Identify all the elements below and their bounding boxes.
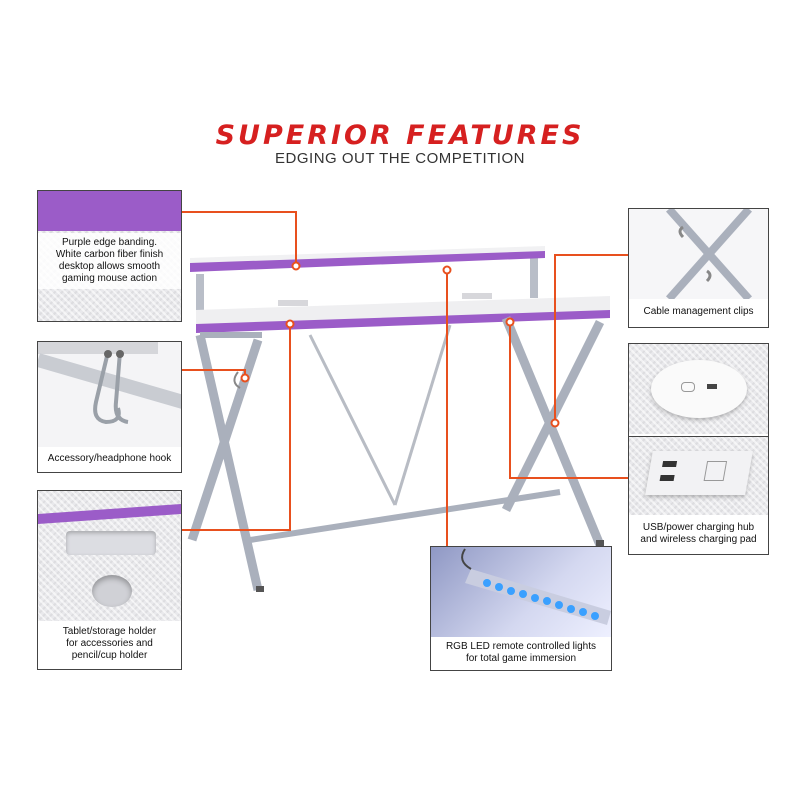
usb-port-icon	[662, 461, 678, 467]
wireless-charging-pad	[651, 360, 747, 418]
purple-edge-swatch	[38, 504, 181, 524]
callout-edge-banding: Purple edge banding. White carbon fiber …	[37, 190, 182, 322]
wireless-icon	[681, 382, 695, 392]
usb-port-icon	[659, 475, 675, 481]
usb-hub	[645, 451, 753, 495]
callout-caption: Accessory/headphone hook	[47, 452, 172, 464]
led-strip-icon	[461, 548, 611, 625]
purple-edge-swatch	[38, 191, 181, 231]
headphone-hook-icon	[38, 342, 181, 425]
callout-caption: USB/power charging hub and wireless char…	[640, 522, 757, 545]
callout-headphone-hook: Accessory/headphone hook	[37, 341, 182, 473]
callout-caption: Tablet/storage holder for accessories an…	[62, 626, 157, 661]
callout-cable-clips: Cable management clips	[628, 208, 769, 328]
callout-caption: Purple edge banding. White carbon fiber …	[38, 233, 181, 289]
page-title: SUPERIOR FEATURES	[215, 120, 585, 151]
callout-tablet-holder: Tablet/storage holder for accessories an…	[37, 490, 182, 670]
page-subtitle: EDGING OUT THE COMPETITION	[275, 150, 525, 167]
tablet-slot	[66, 531, 156, 555]
callout-caption: RGB LED remote controlled lights for tot…	[445, 640, 597, 664]
callout-rgb-led: RGB LED remote controlled lights for tot…	[430, 546, 612, 671]
callout-caption: Cable management clips	[643, 306, 754, 317]
cup-holder	[92, 575, 132, 607]
usb-port-icon	[707, 384, 717, 389]
callout-charging-hub: USB/power charging hub and wireless char…	[628, 343, 769, 555]
cable-clip-icon	[666, 209, 752, 299]
power-outlet-icon	[703, 461, 728, 481]
